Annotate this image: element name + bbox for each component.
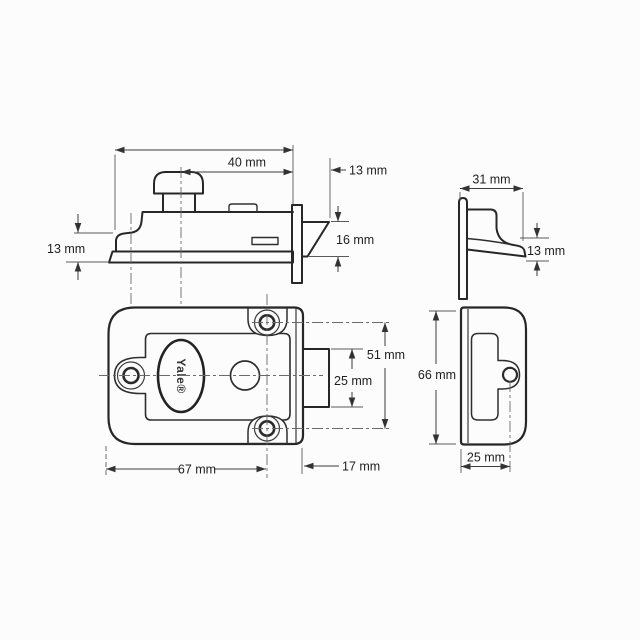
ext-line bbox=[459, 192, 524, 241]
dim-label-13mm-lip: 13 mm bbox=[527, 244, 565, 258]
lock-front-view: Yale® 51 mm 25 mm 67 mm 17 mm bbox=[99, 294, 405, 478]
dim-label-67mm: 67 mm bbox=[178, 463, 216, 477]
ext-line bbox=[66, 232, 113, 263]
keep-screw-hole bbox=[501, 366, 519, 383]
dim-label-25mm-keep: 25 mm bbox=[467, 451, 505, 465]
dim-label-13mm-projection: 13 mm bbox=[349, 164, 387, 178]
lock-side-view: 40 mm 13 mm 16 mm 13 mm bbox=[47, 145, 387, 400]
dim-label-16mm-bolt: 16 mm bbox=[336, 233, 374, 247]
ext-line bbox=[308, 221, 349, 257]
dim-label-40mm: 40 mm bbox=[228, 156, 266, 170]
lock-body-profile bbox=[115, 211, 294, 253]
knob-stem bbox=[162, 192, 196, 213]
latch-bolt-side bbox=[301, 221, 330, 258]
dim-label-66mm: 66 mm bbox=[418, 368, 456, 382]
dim-label-13mm-base: 13 mm bbox=[47, 242, 85, 256]
lock-base-plate bbox=[108, 250, 294, 264]
yale-logo-oval bbox=[156, 338, 206, 414]
case-detail-slot bbox=[251, 236, 279, 246]
yale-brand-text: Yale® bbox=[174, 358, 188, 393]
dim-label-31mm: 31 mm bbox=[472, 173, 510, 187]
keep-recess-channel bbox=[470, 332, 521, 421]
dim-label-17mm: 17 mm bbox=[342, 460, 380, 474]
knob-dome bbox=[153, 171, 204, 195]
dim-label-51mm: 51 mm bbox=[367, 348, 405, 362]
ext-line bbox=[331, 348, 363, 408]
keep-cup bbox=[466, 208, 527, 258]
latch-bolt-front bbox=[302, 348, 330, 408]
dim-label-25mm-bolt: 25 mm bbox=[334, 374, 372, 388]
keep-profile-view: 31 mm 13 mm bbox=[458, 173, 565, 300]
keep-flange-bar bbox=[458, 197, 468, 300]
keep-front-view: 66 mm 25 mm bbox=[418, 306, 528, 473]
keep-cup-floor bbox=[466, 237, 512, 246]
case-top-lug bbox=[228, 203, 258, 212]
faceplate bbox=[291, 204, 303, 284]
